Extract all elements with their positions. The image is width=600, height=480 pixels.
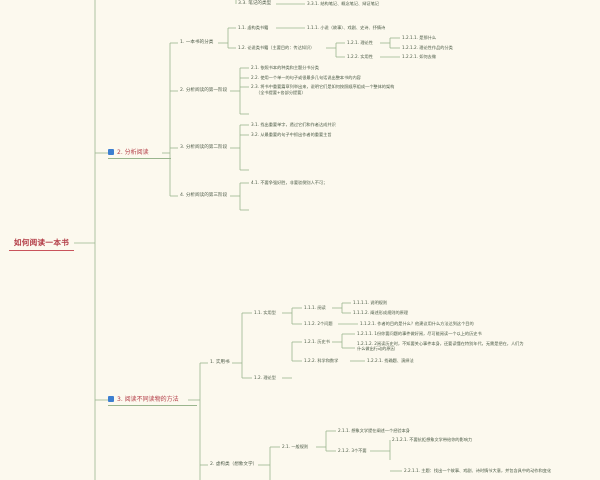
node-2-1-1[interactable]: 1.1. 虚构类书籍 xyxy=(238,25,269,30)
node-3-1-1[interactable]: 1.1. 实用型 xyxy=(254,310,276,315)
node-3-3-1[interactable]: 3.3.1. 结构笔记、概念笔记、辩证笔记 xyxy=(307,1,379,6)
node-2-1[interactable]: 1. 一本书的分类 xyxy=(180,40,214,45)
section-analytical-reading[interactable]: 2. 分析阅读 xyxy=(108,147,171,159)
node-2-2[interactable]: 2. 分析阅读的第一阶段 xyxy=(180,88,228,93)
node-2-1-2-1-2[interactable]: 1.2.1.2. 理论性作品的分类 xyxy=(402,45,453,50)
node-2-3[interactable]: 3. 分析阅读的第二阶段 xyxy=(180,145,228,150)
node-3-1-1-2[interactable]: 1.1.2. 2个问题 xyxy=(304,321,333,326)
node-2-3-1[interactable]: 3.1. 找出重要单字，透过它们和作者达成共识 xyxy=(251,122,336,127)
node-3-1-2[interactable]: 1.2. 理论型 xyxy=(254,375,276,380)
node-3-1-2-2-1[interactable]: 1.2.2.1. 找确题、演绎法 xyxy=(367,358,414,363)
node-2-1-2-2[interactable]: 1.2.2. 实用性 xyxy=(347,54,373,59)
node-2-4[interactable]: 4. 分析阅读的第三阶段 xyxy=(180,193,228,198)
node-2-2-3-note[interactable]: （全书提要+各部分提要） xyxy=(256,90,306,95)
node-2-2-2[interactable]: 2.2. 使用一个单一的句子或很最多几句话说出整本书的内容 xyxy=(251,75,361,80)
section-2-label: 2. 分析阅读 xyxy=(117,149,149,156)
node-2-1-1-1[interactable]: 1.1.1. 小说（故事）、戏剧、史诗、抒情诗 xyxy=(307,25,386,30)
node-3-2[interactable]: 2. 虚构类（想象文学） xyxy=(210,462,258,467)
node-3-1-1-1-2[interactable]: 1.1.1.2. 阐述形成规则的原理 xyxy=(353,310,409,315)
node-3-2-1-1[interactable]: 2.1.1. 想象文学提在阐述一个经验本身 xyxy=(338,428,410,433)
node-3-1-2-2[interactable]: 1.2.2. 科学和数学 xyxy=(304,358,339,363)
node-2-3-2[interactable]: 3.2. 从最重要的句子中抓出作者的重要主旨 xyxy=(251,132,332,137)
section-reading-methods[interactable]: 3. 阅读不同读物的方法 xyxy=(108,394,197,406)
node-2-2-3[interactable]: 2.3. 将书中重要篇章列举出来，说明它们是如何按照顺序组成一个整体的架构 xyxy=(251,84,395,89)
node-2-1-2-1-1[interactable]: 1.2.1.1. 是那什么 xyxy=(402,35,437,40)
node-3-2-2-1-1[interactable]: 2.2.1.1. 主题：找出一个故事、戏剧、诗时情节大意，并包含具中的动作和变化 xyxy=(404,468,552,473)
node-3-1[interactable]: 1. 实用书 xyxy=(210,360,230,365)
node-3-1-1-2-1[interactable]: 1.1.2.1. 作者的目的是什么？他建议用什么方法达到这个目的 xyxy=(360,321,474,326)
node-3-3[interactable]: 3.3. 笔记的类型 xyxy=(238,1,272,6)
node-2-4-1[interactable]: 4.1. 不要争强好胜，非要驳倒别人不可； xyxy=(251,180,328,185)
blue-square-icon xyxy=(108,149,114,155)
node-2-1-2[interactable]: 1.2. 论说类书籍（主要目的：传达知识） xyxy=(238,45,315,50)
node-3-1-1-1-1[interactable]: 1.1.1.1. 说明规则 xyxy=(353,300,388,305)
node-3-2-1-2[interactable]: 2.1.2. 3个不要 xyxy=(338,448,367,453)
node-3-1-2-1-1[interactable]: 1.2.1.1. 1份你要问题的事件做好阅，尽可能阅读一个以上的历史书 xyxy=(357,331,482,336)
node-2-1-2-2-1[interactable]: 1.2.2.1. 如何去做 xyxy=(402,54,437,59)
node-2-2-1[interactable]: 2.1. 依照书本的种类和主题分书分类 xyxy=(251,65,319,70)
node-3-1-2-1[interactable]: 1.2.1. 历史书 xyxy=(304,339,330,344)
root-node[interactable]: 如何阅读一本书 xyxy=(9,235,74,251)
node-3-2-1-2-1[interactable]: 2.1.2.1. 不要抗拒想象文学带给你的影响力 xyxy=(392,437,473,442)
node-2-1-2-1[interactable]: 1.2.1. 理论性 xyxy=(347,40,373,45)
node-3-2-1[interactable]: 2.1. 一般规则 xyxy=(282,444,309,449)
section-3-label: 3. 阅读不同读物的方法 xyxy=(117,396,179,403)
node-3-1-1-1[interactable]: 1.1.1. 阅读 xyxy=(304,305,326,310)
blue-square-icon xyxy=(108,396,114,402)
node-3-1-2-1-2[interactable]: 1.2.1.2. 2阅读历史时，不知要关心事件本身，还要读懂在特别年代，无需是把… xyxy=(357,341,524,351)
